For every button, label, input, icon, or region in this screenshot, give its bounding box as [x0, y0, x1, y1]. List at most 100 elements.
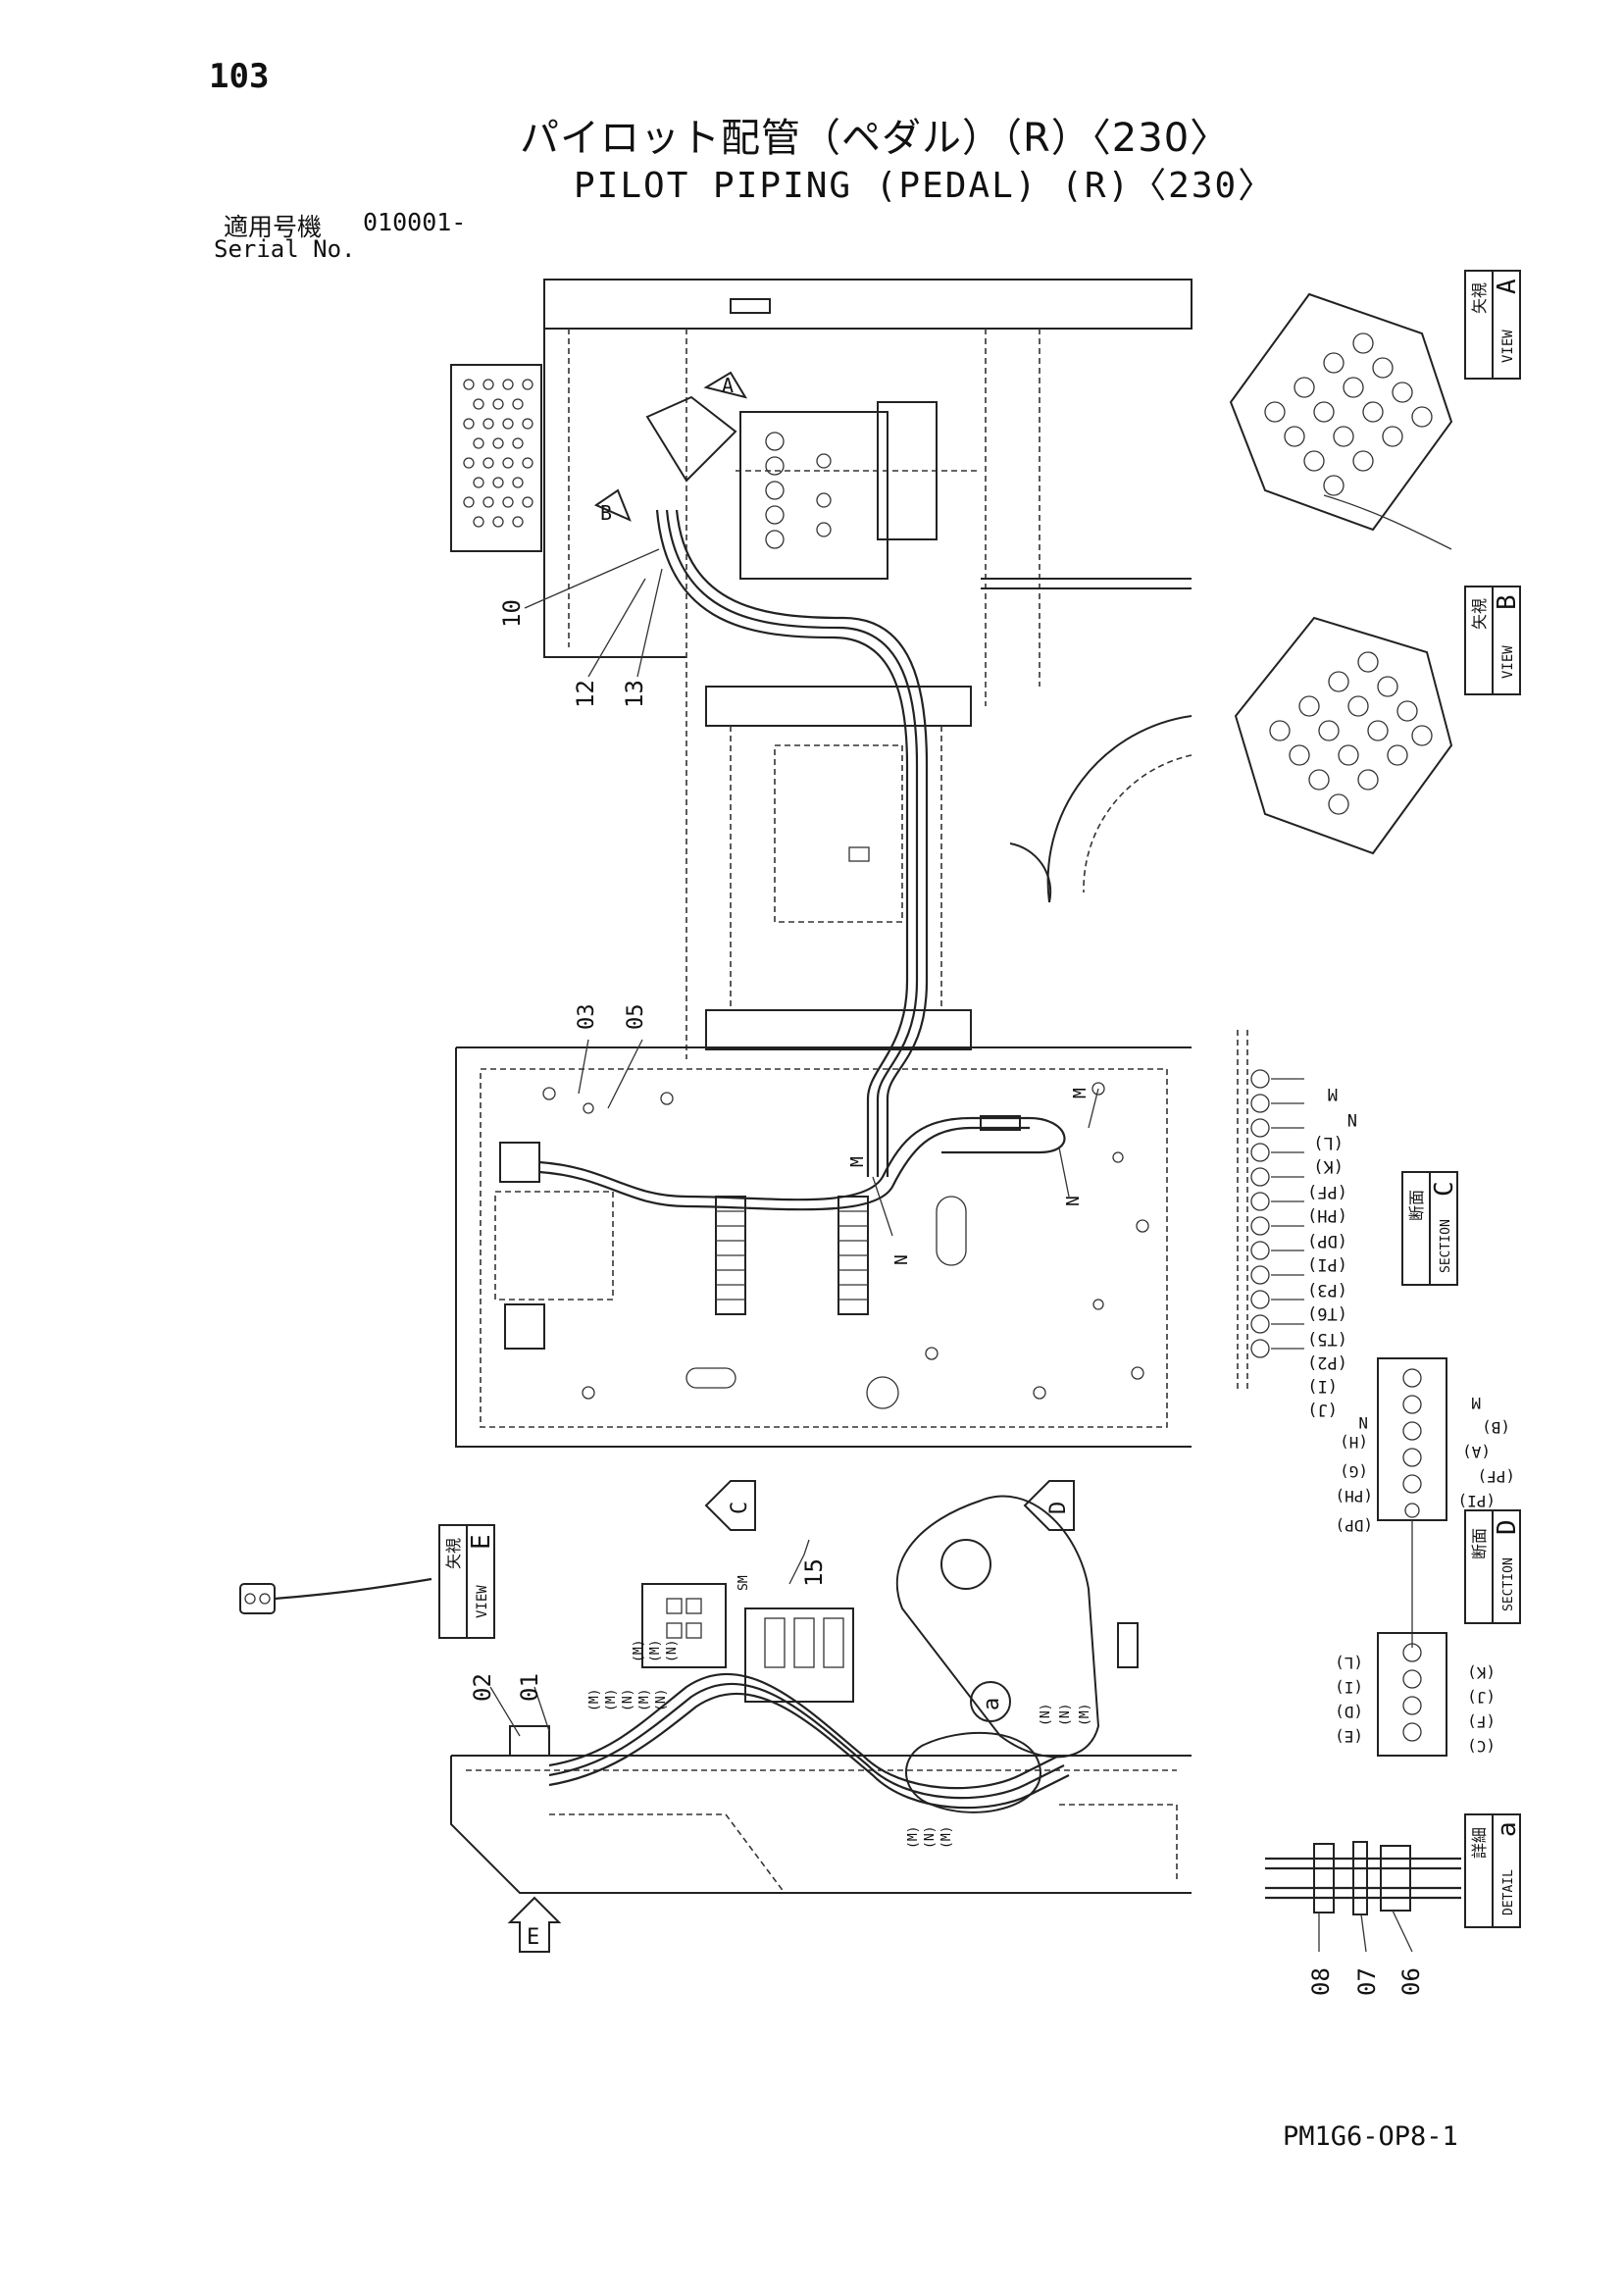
svg-text:(M): (M)	[587, 1689, 602, 1711]
section-c-label-n: N	[1347, 1109, 1357, 1129]
view-e-label: 矢視 VIEW E	[438, 1524, 496, 1639]
part-number-15: 15	[800, 1558, 828, 1587]
svg-text:(M): (M)	[939, 1826, 954, 1849]
section-d-block-lower	[1377, 1632, 1447, 1757]
pilot-valve-block	[645, 395, 737, 483]
lower-hose-marks: (M) (M) (N) (M) (N) (M) (M) (N) (N) (N) …	[587, 1575, 1092, 1849]
part-number-06: 06	[1397, 1967, 1425, 1996]
section-c-label-l: (L)	[1313, 1133, 1344, 1152]
section-c-label-p2: (P2)	[1307, 1352, 1347, 1372]
column-body	[730, 726, 942, 1010]
svg-text:D: D	[1493, 1519, 1522, 1535]
svg-text:A: A	[722, 374, 734, 397]
view-arrow-e: E	[507, 1896, 562, 1953]
svg-text:(G): (G)	[1340, 1462, 1368, 1481]
svg-text:SECTION: SECTION	[1439, 1219, 1453, 1273]
svg-text:(PI): (PI)	[1457, 1492, 1496, 1510]
section-c-label-pf: (PF)	[1307, 1182, 1347, 1201]
drawing-code: PM1G6-OP8-1	[1283, 2121, 1458, 2152]
svg-text:(N): (N)	[923, 1826, 938, 1849]
serial-label-english: Serial No.	[214, 235, 356, 263]
section-c-label-m: M	[1328, 1084, 1338, 1103]
svg-text:SM: SM	[736, 1575, 751, 1591]
svg-text:詳細: 詳細	[1470, 1827, 1489, 1859]
page-title-english: PILOT PIPING (PEDAL) (R)〈230〉	[574, 166, 1276, 206]
frame-hidden-lines	[568, 329, 1040, 1059]
part-number-07: 07	[1353, 1967, 1381, 1996]
svg-text:(N): (N)	[665, 1640, 680, 1662]
detail-a-fitting	[1265, 1841, 1461, 1953]
section-c-label-box: 断面 SECTION C	[1401, 1171, 1459, 1286]
section-c-label-ph: (PH)	[1307, 1205, 1347, 1225]
control-valve-body	[739, 411, 888, 580]
svg-text:(I): (I)	[1335, 1678, 1363, 1697]
serial-label-japanese: 適用号機	[224, 213, 323, 241]
svg-text:(H): (H)	[1340, 1433, 1368, 1452]
section-c-labels: M N (L) (K) (PF) (PH) (DP) (PI) (P3) (T6…	[1307, 1084, 1357, 1419]
svg-text:矢視: 矢視	[444, 1538, 463, 1569]
upper-frame-drawing	[450, 279, 1193, 1177]
svg-text:N: N	[1358, 1413, 1368, 1432]
part-number-03: 03	[575, 1004, 599, 1031]
hose-bundle-3	[655, 509, 909, 1177]
swing-circle-arc	[1046, 715, 1193, 903]
section-arrow-d: D	[1023, 1480, 1075, 1531]
view-e-fitting	[239, 1577, 432, 1614]
section-d-lower-left-labels: (L) (I) (D) (E)	[1335, 1654, 1363, 1746]
part-number-13: 13	[621, 680, 648, 708]
svg-text:D: D	[1046, 1502, 1071, 1514]
part-number-01: 01	[516, 1673, 543, 1702]
part-leaders-upper	[524, 548, 663, 678]
svg-text:(DP): (DP)	[1335, 1516, 1373, 1535]
part-number-08: 08	[1307, 1967, 1335, 1996]
swing-circle-inner	[1083, 754, 1193, 893]
svg-text:(A): (A)	[1462, 1443, 1491, 1461]
svg-text:(B): (B)	[1482, 1418, 1510, 1437]
section-c-fittings	[1237, 1030, 1304, 1393]
top-beam	[543, 279, 1193, 330]
view-a-label: 矢視 VIEW A	[1464, 270, 1522, 380]
hose-bundle-2	[665, 509, 919, 1177]
svg-text:C: C	[728, 1502, 752, 1514]
frame-bracket	[730, 298, 771, 314]
view-arrow-a: A	[703, 371, 748, 399]
frame-left-edge	[543, 280, 686, 658]
section-c-label-pi: (PI)	[1307, 1254, 1347, 1274]
section-c-label-t6: (T6)	[1307, 1303, 1347, 1323]
middle-plate-drawing	[455, 1039, 1192, 1448]
svg-text:断面: 断面	[1470, 1528, 1489, 1559]
svg-text:(K): (K)	[1467, 1663, 1496, 1682]
view-arrow-b: B	[593, 488, 632, 525]
svg-text:(M): (M)	[632, 1640, 646, 1662]
svg-text:矢視: 矢視	[1470, 282, 1489, 314]
svg-text:(J): (J)	[1467, 1688, 1496, 1707]
svg-text:E: E	[527, 1925, 539, 1950]
section-c-label-dp: (DP)	[1307, 1231, 1347, 1250]
svg-text:VIEW: VIEW	[1500, 330, 1516, 363]
svg-text:A: A	[1493, 279, 1522, 294]
swing-ring	[1009, 842, 1052, 903]
detail-a-marker: a	[970, 1681, 1011, 1722]
page-title-japanese: パイロット配管（ペダル）（R）〈230〉	[520, 116, 1231, 161]
svg-text:(N): (N)	[621, 1689, 635, 1711]
section-d-right-labels: M (B) (A) (PF) (PI)	[1457, 1394, 1515, 1510]
svg-text:B: B	[600, 501, 612, 525]
svg-text:B: B	[1493, 594, 1522, 610]
section-d-lower-right-labels: (K) (J) (F) (C)	[1467, 1663, 1496, 1756]
part-number-05: 05	[624, 1004, 648, 1031]
perforation-holes	[463, 379, 533, 528]
svg-text:(L): (L)	[1335, 1654, 1363, 1672]
part-number-10: 10	[498, 599, 526, 628]
svg-text:C: C	[1430, 1181, 1459, 1197]
svg-text:(D): (D)	[1335, 1703, 1363, 1721]
svg-text:(C): (C)	[1467, 1737, 1496, 1756]
view-a-valve	[1229, 292, 1453, 550]
section-arrow-c: C	[704, 1480, 756, 1531]
svg-text:VIEW: VIEW	[1500, 645, 1516, 679]
svg-text:矢視: 矢視	[1470, 598, 1489, 630]
svg-text:(M): (M)	[648, 1640, 663, 1662]
section-d-left-labels: N (H) (G) (PH) (DP)	[1335, 1413, 1373, 1535]
svg-text:(M): (M)	[1078, 1704, 1092, 1726]
page-number: 103	[209, 57, 270, 96]
section-c-label-k: (K)	[1313, 1156, 1344, 1176]
